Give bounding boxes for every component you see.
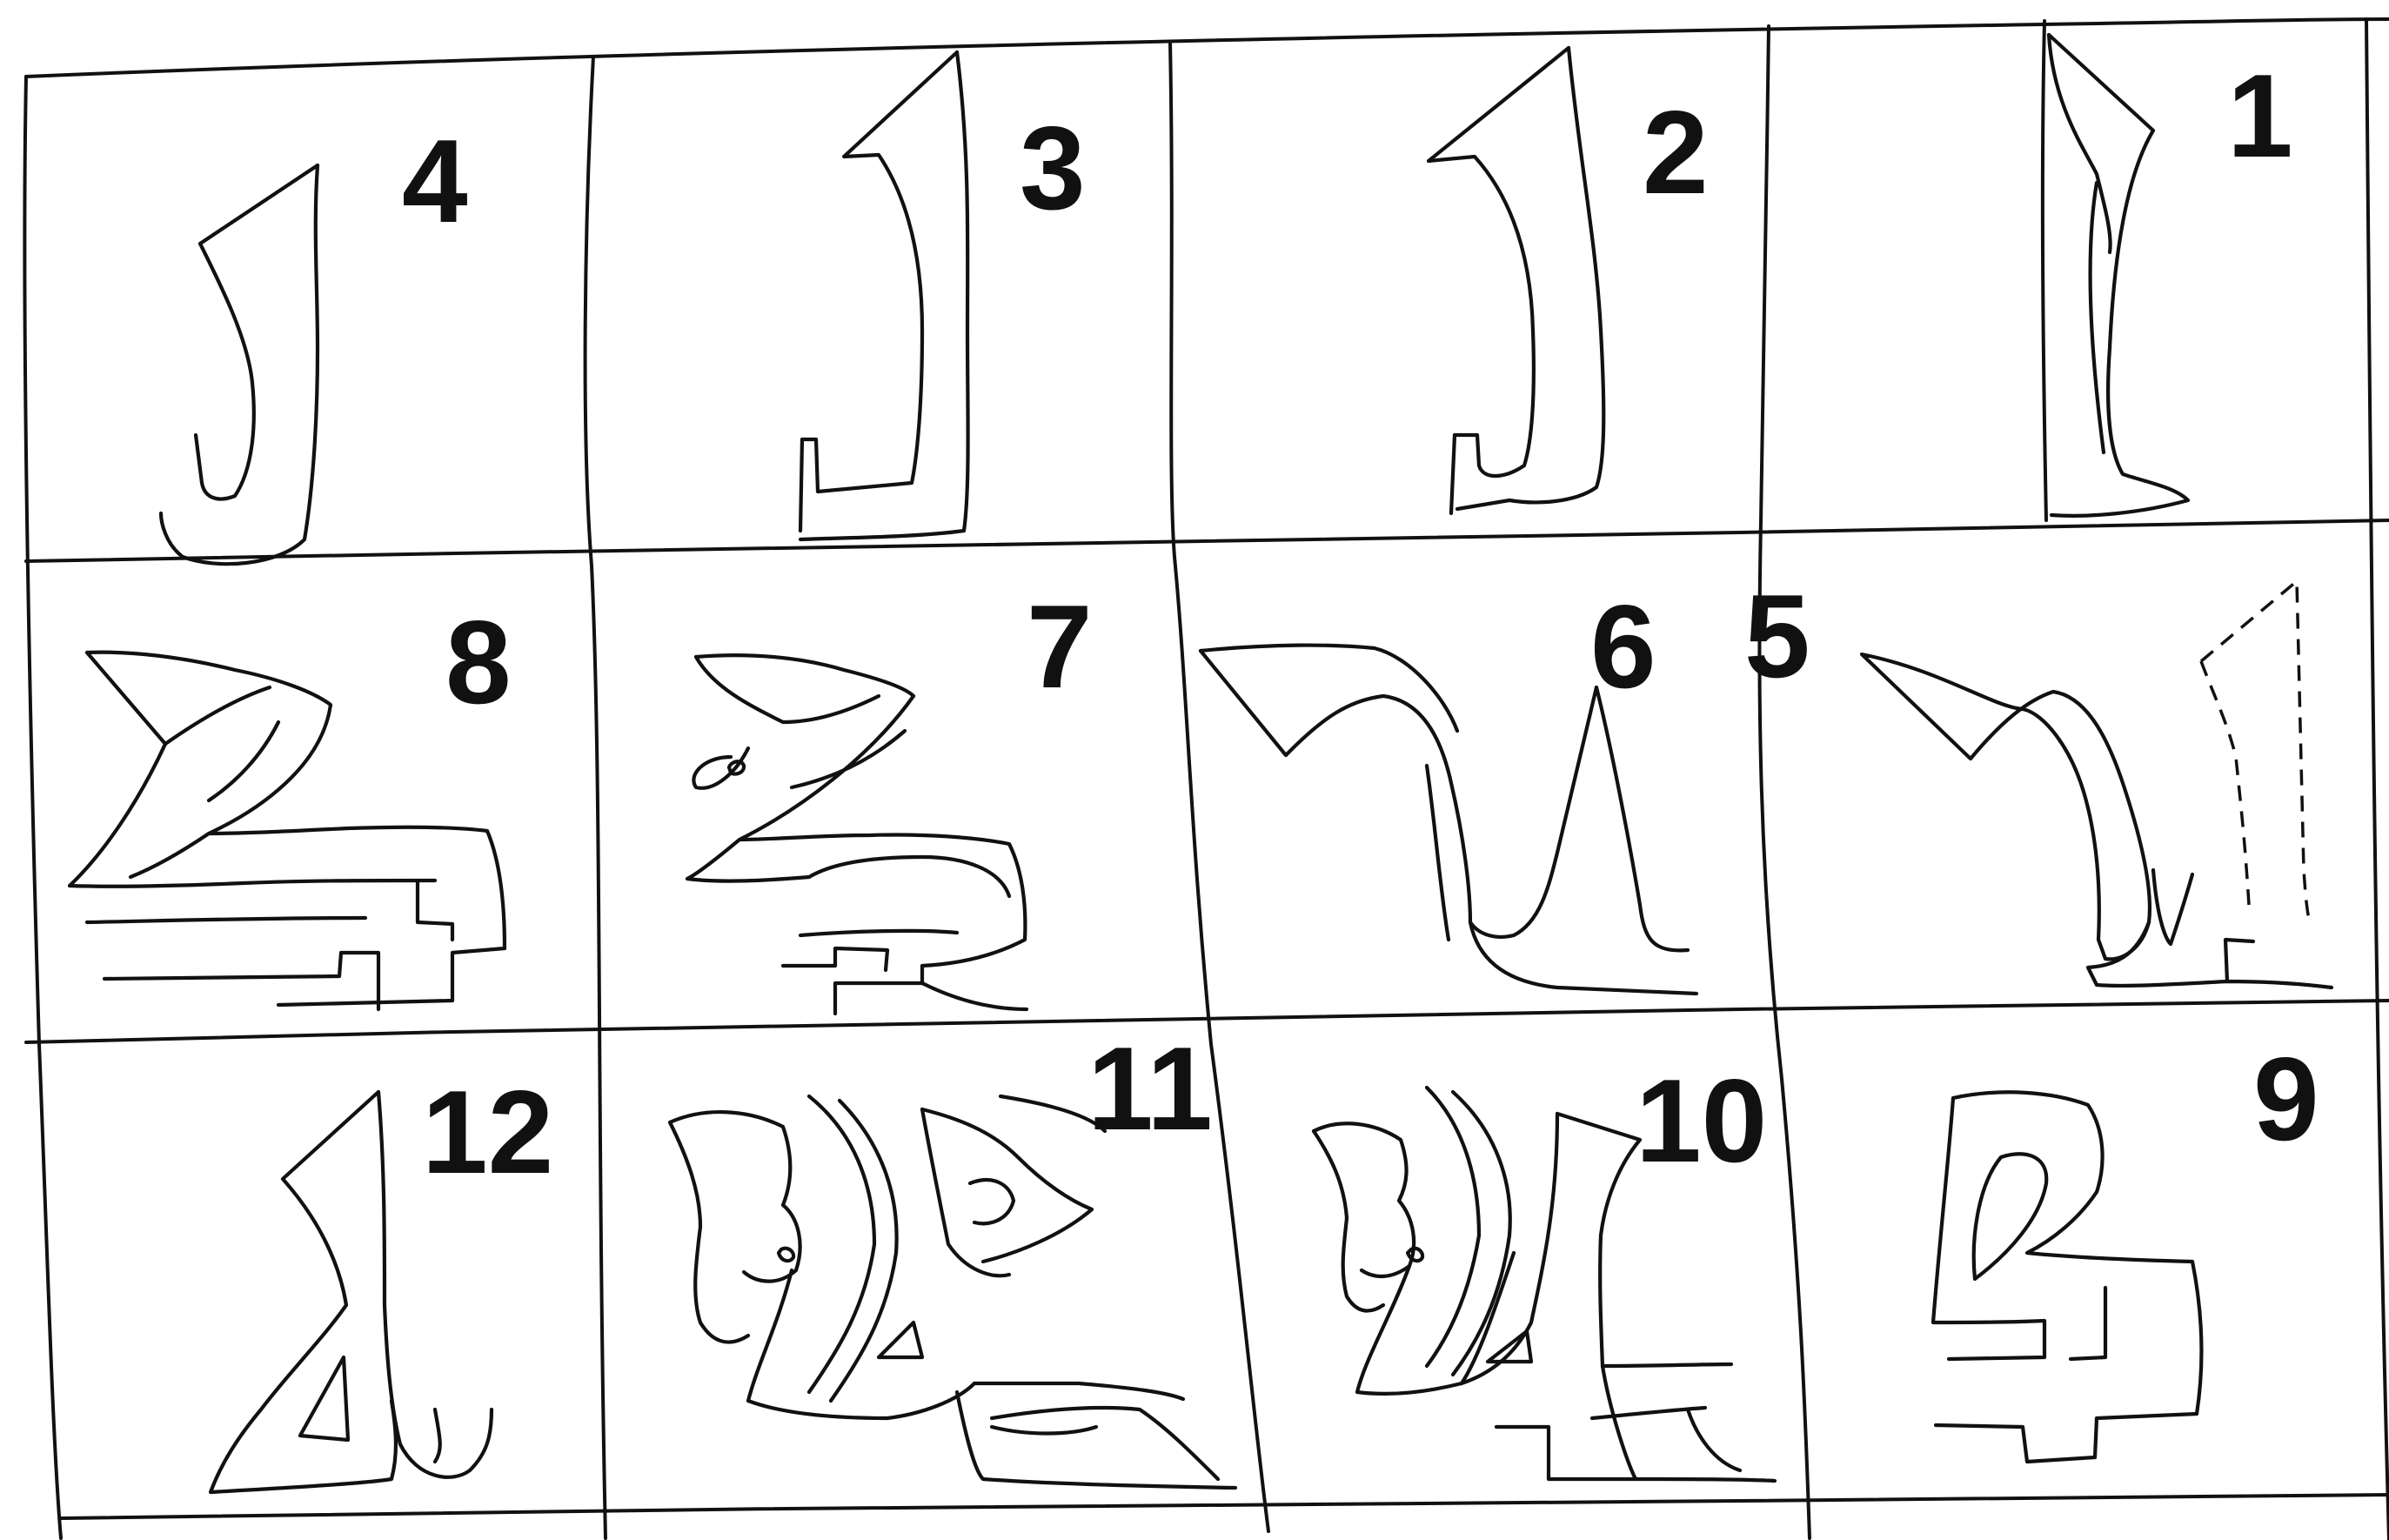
glyph-cell-8 <box>70 653 505 1009</box>
grid-col-divider-4 <box>2043 21 2046 520</box>
grid-top-border <box>26 19 2389 77</box>
glyph-cell-2 <box>1429 48 1603 513</box>
grid-left-border <box>24 77 61 1538</box>
glyph-cell-11 <box>670 1096 1235 1488</box>
cell-number-3: 3 <box>1020 102 1086 234</box>
cell-number-2: 2 <box>1643 86 1709 218</box>
glyph-cell-5 <box>1862 581 2332 988</box>
glyph-cell-1 <box>2049 35 2188 516</box>
grid-col-divider-3 <box>1759 26 1810 1538</box>
grid-col-divider-1 <box>586 57 606 1538</box>
glyph-cell-9 <box>1933 1092 2201 1462</box>
glyph-cell-3 <box>800 52 968 539</box>
grid-col-divider-2 <box>1170 42 1268 1531</box>
grid-right-border <box>2366 19 2389 1540</box>
cell-number-1: 1 <box>2227 50 2293 182</box>
cell-number-7: 7 <box>1027 580 1093 713</box>
cell-number-5: 5 <box>1744 570 1810 702</box>
grid-row-divider-1 <box>26 520 2389 561</box>
glyph-cell-7 <box>687 655 1027 1014</box>
cell-number-6: 6 <box>1590 580 1656 713</box>
table-grid <box>24 19 2389 1540</box>
cell-number-11: 11 <box>1087 1022 1213 1155</box>
cell-number-9: 9 <box>2253 1033 2319 1165</box>
grid-bottom-border <box>61 1495 2389 1518</box>
cell-number-8: 8 <box>445 596 512 728</box>
glyph-cell-4 <box>161 165 318 564</box>
cell-number-12: 12 <box>422 1066 553 1198</box>
cell-numbers: 1 2 3 4 5 6 7 8 9 10 11 12 <box>402 50 2319 1198</box>
cell-number-4: 4 <box>402 115 468 247</box>
cell-number-10: 10 <box>1636 1055 1767 1187</box>
